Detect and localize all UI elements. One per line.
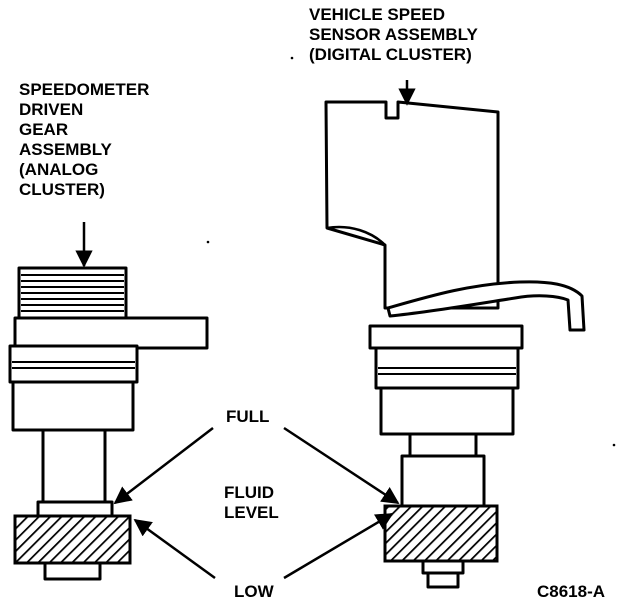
low-label: LOW — [234, 582, 275, 601]
figure-id: C8618-A — [537, 582, 605, 601]
full-pointer-left — [113, 427, 214, 505]
svg-text:SPEEDOMETER: SPEEDOMETER — [19, 80, 149, 99]
svg-text:DRIVEN: DRIVEN — [19, 100, 83, 119]
full-pointer-right — [283, 426, 400, 505]
svg-text:CLUSTER): CLUSTER) — [19, 180, 105, 199]
svg-text:VEHICLE SPEED: VEHICLE SPEED — [309, 5, 445, 24]
full-label: FULL — [226, 407, 269, 426]
svg-text:LEVEL: LEVEL — [224, 503, 279, 522]
svg-text:(DIGITAL CLUSTER): (DIGITAL CLUSTER) — [309, 45, 472, 64]
vss-label: VEHICLE SPEED SENSOR ASSEMBLY (DIGITAL C… — [309, 5, 478, 64]
low-pointer-left — [133, 518, 216, 580]
svg-text:ASSEMBLY: ASSEMBLY — [19, 140, 113, 159]
svg-text:GEAR: GEAR — [19, 120, 68, 139]
low-pointer-right — [283, 512, 394, 580]
fluid-level-label: FLUID LEVEL — [224, 483, 279, 522]
svg-text:SENSOR ASSEMBLY: SENSOR ASSEMBLY — [309, 25, 478, 44]
svg-text:FLUID: FLUID — [224, 483, 274, 502]
speedometer-driven-gear-assembly — [8, 266, 209, 581]
vehicle-speed-sensor-assembly — [324, 100, 586, 589]
speedometer-label: SPEEDOMETER DRIVEN GEAR ASSEMBLY (ANALOG… — [19, 80, 149, 199]
svg-text:(ANALOG: (ANALOG — [19, 160, 98, 179]
